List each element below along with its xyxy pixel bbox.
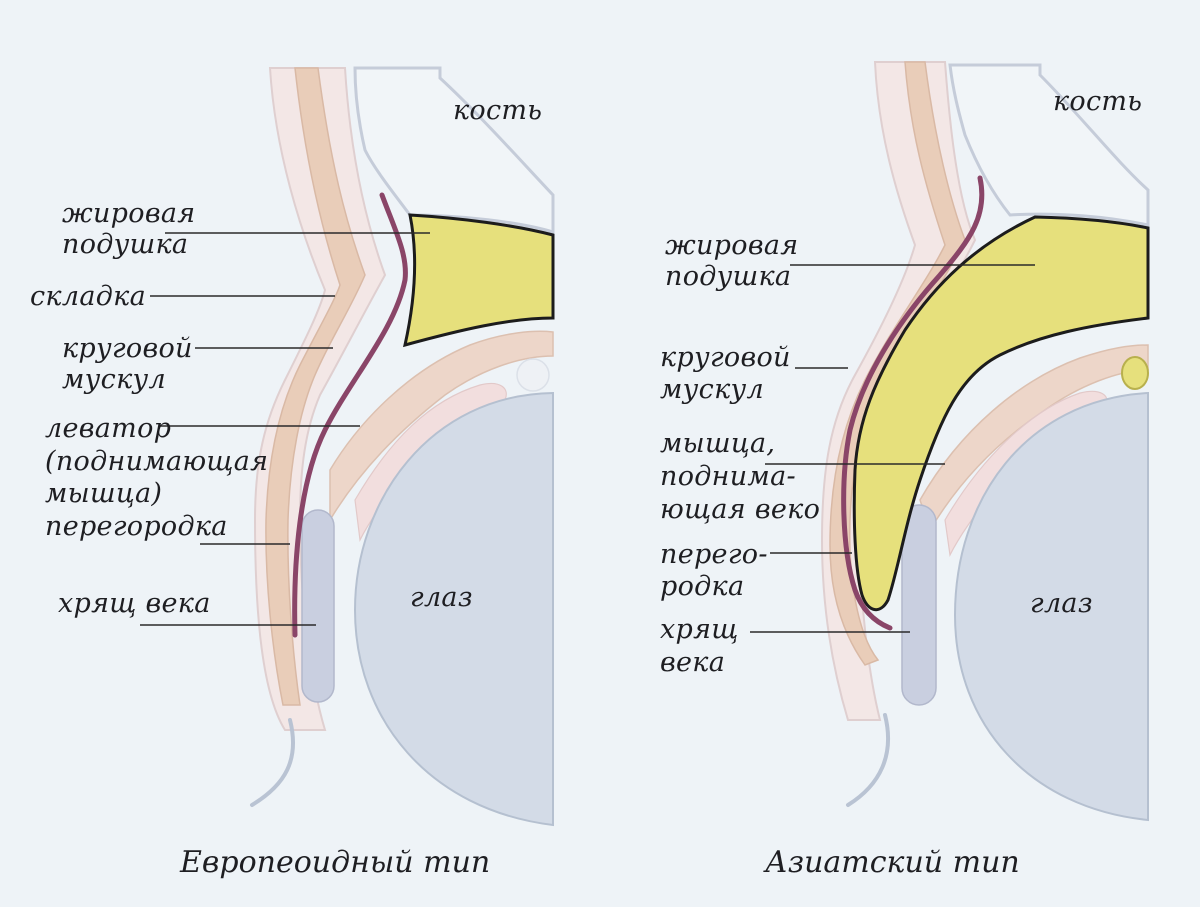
asian-fat-pad-label-1: жировая (665, 230, 799, 261)
european-fat-pad-label-1: жировая (62, 198, 196, 229)
european-levator-label-3: мышца) (45, 478, 163, 509)
european-septum-line (292, 192, 408, 638)
asian-bone (948, 63, 1150, 227)
asian-levator-label-3: ющая веко (660, 494, 821, 525)
european-levator (329, 330, 554, 523)
asian-orbicularis-label-2: мускул (660, 374, 764, 405)
asian-fat-pad-label-2: подушка (665, 261, 792, 292)
asian-levator-label-2: поднима- (660, 461, 796, 492)
european-tarsus-label: хрящ века (58, 588, 211, 619)
asian-tarsus-label-2: века (660, 647, 726, 678)
asian-lashes (846, 713, 891, 807)
european-levator-label-1: леватор (45, 413, 172, 444)
european-bone (353, 66, 555, 235)
european-septum-label: перегородка (45, 511, 228, 542)
asian-leader-lines (750, 264, 1035, 633)
european-eyeball (353, 391, 554, 827)
asian-caption: Азиатский тип (765, 845, 1020, 880)
european-fold-label: складка (30, 281, 146, 312)
asian-orbicularis (829, 61, 966, 666)
european-fat-pad (402, 213, 555, 348)
asian-bone-label: кость (1053, 86, 1143, 117)
european-levator-label-2: (поднимающая (45, 446, 269, 477)
european-bone-label: кость (453, 95, 543, 126)
asian-fat-pad (852, 215, 1150, 611)
asian-diagram (750, 61, 1150, 822)
asian-eye-label: глаз (1030, 588, 1093, 619)
european-lashes (250, 718, 296, 807)
asian-tarsus-label-1: хрящ (660, 614, 739, 645)
european-diagram (140, 66, 555, 827)
asian-levator-label-1: мышца, (660, 428, 776, 459)
european-orbicularis-label-2: мускул (62, 364, 166, 395)
asian-tarsus (901, 504, 937, 706)
european-leader-lines (140, 232, 430, 626)
european-eye-label: глаз (410, 582, 473, 613)
asian-orbicularis-label-1: круговой (660, 342, 791, 373)
european-tarsus (301, 509, 335, 703)
european-caption: Европеоидный тип (180, 845, 491, 880)
asian-eyeball (953, 391, 1149, 822)
asian-septum-label-1: перего- (660, 539, 768, 570)
asian-septum-label-2: родка (660, 571, 745, 602)
european-orbicularis (265, 67, 366, 706)
european-fat-pad-label-2: подушка (62, 229, 189, 260)
asian-septum-line (841, 175, 985, 631)
asian-small-fat (1121, 356, 1149, 390)
european-orbicularis-label-1: круговой (62, 333, 193, 364)
